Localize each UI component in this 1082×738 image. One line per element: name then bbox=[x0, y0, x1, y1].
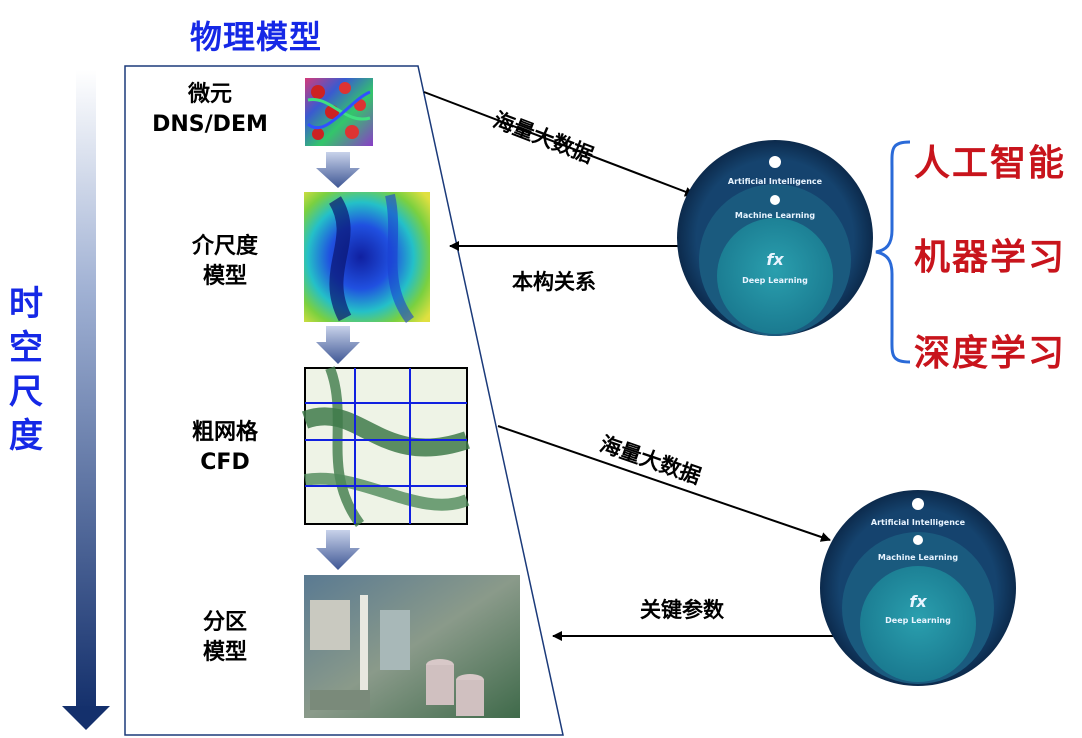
stage-line2: 模型 bbox=[202, 640, 247, 665]
ai-term-machine-learning: 机器学习 bbox=[914, 237, 1067, 278]
stage-line2: 模型 bbox=[202, 264, 247, 289]
scale-char: 空 bbox=[9, 328, 43, 368]
fx-icon: fx bbox=[909, 592, 927, 611]
stage-line1: 分区 bbox=[202, 610, 247, 635]
flow-down-arrow bbox=[316, 326, 360, 364]
arrow-big-data-1 bbox=[423, 91, 695, 197]
ai-term-deep-learning: 深度学习 bbox=[914, 333, 1067, 374]
micro-dns-image bbox=[305, 78, 373, 146]
scale-down-arrow bbox=[62, 70, 110, 730]
circle-label-dl: Deep Learning bbox=[885, 616, 951, 625]
stage-label-cfd: 粗网格 CFD bbox=[165, 418, 285, 478]
circle-label-ai: Artificial Intelligence bbox=[727, 177, 823, 186]
arrow-big-data-2 bbox=[497, 425, 831, 542]
ai-circle-bottom bbox=[820, 490, 1016, 686]
meso-scale-image bbox=[304, 192, 430, 323]
ai-circle-top bbox=[677, 140, 873, 336]
scale-char: 度 bbox=[9, 416, 43, 456]
ai-term-artificial-intelligence: 人工智能 bbox=[914, 143, 1067, 184]
zone-model-image bbox=[304, 575, 520, 718]
scale-char: 时 bbox=[9, 284, 43, 324]
stage-line2: CFD bbox=[200, 450, 250, 475]
edge-label-constitutive: 本构关系 bbox=[512, 270, 596, 294]
stage-line1: 微元 bbox=[187, 82, 232, 107]
circle-label-ml: Machine Learning bbox=[734, 211, 816, 220]
circle-label-ml: Machine Learning bbox=[877, 553, 959, 562]
stage-line1: 介尺度 bbox=[191, 234, 258, 259]
circle-label-ai: Artificial Intelligence bbox=[870, 518, 966, 527]
scale-char: 尺 bbox=[9, 372, 43, 412]
flow-down-arrow bbox=[316, 152, 360, 188]
stage-label-micro: 微元 DNS/DEM bbox=[130, 80, 290, 140]
edge-label-key-params: 关键参数 bbox=[640, 598, 724, 622]
fx-icon: fx bbox=[766, 250, 784, 269]
scale-axis-label: 时 空 尺 度 bbox=[6, 282, 46, 458]
ai-terms-brace bbox=[875, 140, 911, 364]
coarse-grid-cfd-image bbox=[301, 366, 470, 527]
stage-label-zone: 分区 模型 bbox=[165, 608, 285, 668]
circle-label-dl: Deep Learning bbox=[742, 276, 808, 285]
flow-down-arrow bbox=[316, 530, 360, 570]
page-title: 物理模型 bbox=[190, 18, 323, 56]
stage-line2: DNS/DEM bbox=[152, 112, 268, 137]
stage-label-meso: 介尺度 模型 bbox=[165, 232, 285, 292]
stage-line1: 粗网格 bbox=[191, 420, 258, 445]
